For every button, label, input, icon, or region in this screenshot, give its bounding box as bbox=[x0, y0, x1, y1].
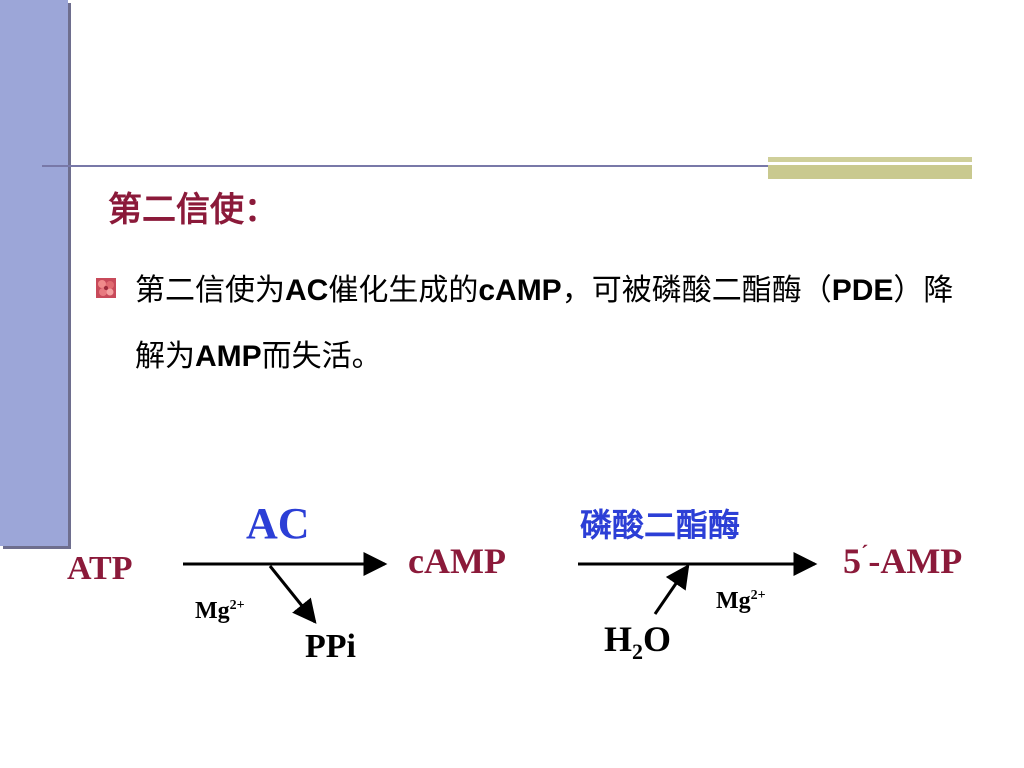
bullet-text-part: AC bbox=[285, 274, 329, 307]
camp-label: cAMP bbox=[408, 541, 506, 581]
bullet-text-part: cAMP bbox=[478, 274, 562, 307]
bullet-text: 第二信使为AC催化生成的cAMP，可被磷酸二酯酶（PDE）降解为AMP而失活。 bbox=[135, 258, 965, 390]
ppi-label: PPi bbox=[305, 628, 356, 665]
bullet-text-part: 第二信使为 bbox=[135, 273, 285, 308]
slide-heading: 第二信使： bbox=[108, 190, 278, 230]
title-divider bbox=[42, 165, 972, 167]
arrow-from-h2o bbox=[653, 564, 690, 615]
flower-bullet-icon bbox=[96, 278, 116, 298]
sidebar-decoration bbox=[0, 0, 68, 546]
arrow-to-ppi bbox=[268, 565, 317, 624]
bullet-text-part: 而失活。 bbox=[261, 339, 382, 374]
bullet-text-part: ）降解为 bbox=[135, 273, 954, 374]
amp-label: 5´-AMP bbox=[843, 540, 963, 581]
bullet-text-part: PDE bbox=[831, 274, 894, 307]
mg-label-1: Mg2+ bbox=[195, 598, 245, 624]
accent-bar bbox=[768, 157, 972, 179]
pde-enzyme-label: 磷酸二酯酶 bbox=[580, 506, 741, 544]
mg-label-2: Mg2+ bbox=[716, 588, 766, 614]
atp-label: ATP bbox=[67, 550, 133, 587]
ac-enzyme-label: AC bbox=[246, 499, 310, 548]
h2o-label: H2O bbox=[604, 619, 672, 665]
bullet-text-part: ，可被磷酸二酯酶（ bbox=[561, 273, 832, 308]
bullet-text-part: 催化生成的 bbox=[328, 273, 479, 308]
bullet-text-part: AMP bbox=[195, 340, 262, 373]
